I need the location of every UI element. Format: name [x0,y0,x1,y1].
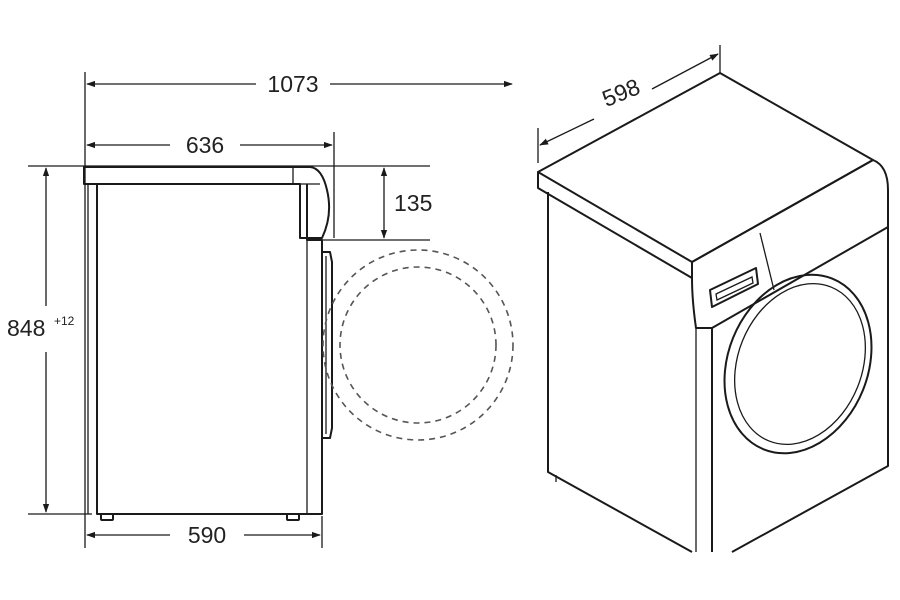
door-swing-outer [322,249,514,441]
dim-width-line-right [651,53,719,90]
iso-detergent-drawer [709,267,759,308]
side-body [96,184,323,515]
iso-front-panel [696,227,889,553]
iso-top-surface [537,72,874,263]
isometric-view: 598 [537,45,889,553]
iso-control-panel-divider [759,232,775,291]
side-view: 1073 636 135 848 +12 590 [7,71,514,548]
iso-top-cover-edge [537,172,693,279]
dim-depth-label: 636 [186,132,224,158]
door-swing-inner [339,266,497,424]
side-top-cover [83,166,331,239]
dim-height-label: 848 [7,315,45,341]
dim-door-height-label: 135 [394,190,432,216]
iso-door-outer [723,273,873,455]
dim-overall-depth-label: 1073 [267,71,318,97]
side-door-ring [322,251,333,439]
iso-side-panel [547,192,693,553]
iso-detergent-drawer-handle [715,276,754,301]
side-foot-back [100,513,114,521]
dim-height-tolerance: +12 [54,314,75,328]
dim-width-label: 598 [598,73,643,111]
dim-foot-spacing-label: 590 [188,522,226,548]
iso-door-inner [733,282,867,446]
side-foot-front [286,513,300,521]
dim-width-line-left [539,118,595,146]
